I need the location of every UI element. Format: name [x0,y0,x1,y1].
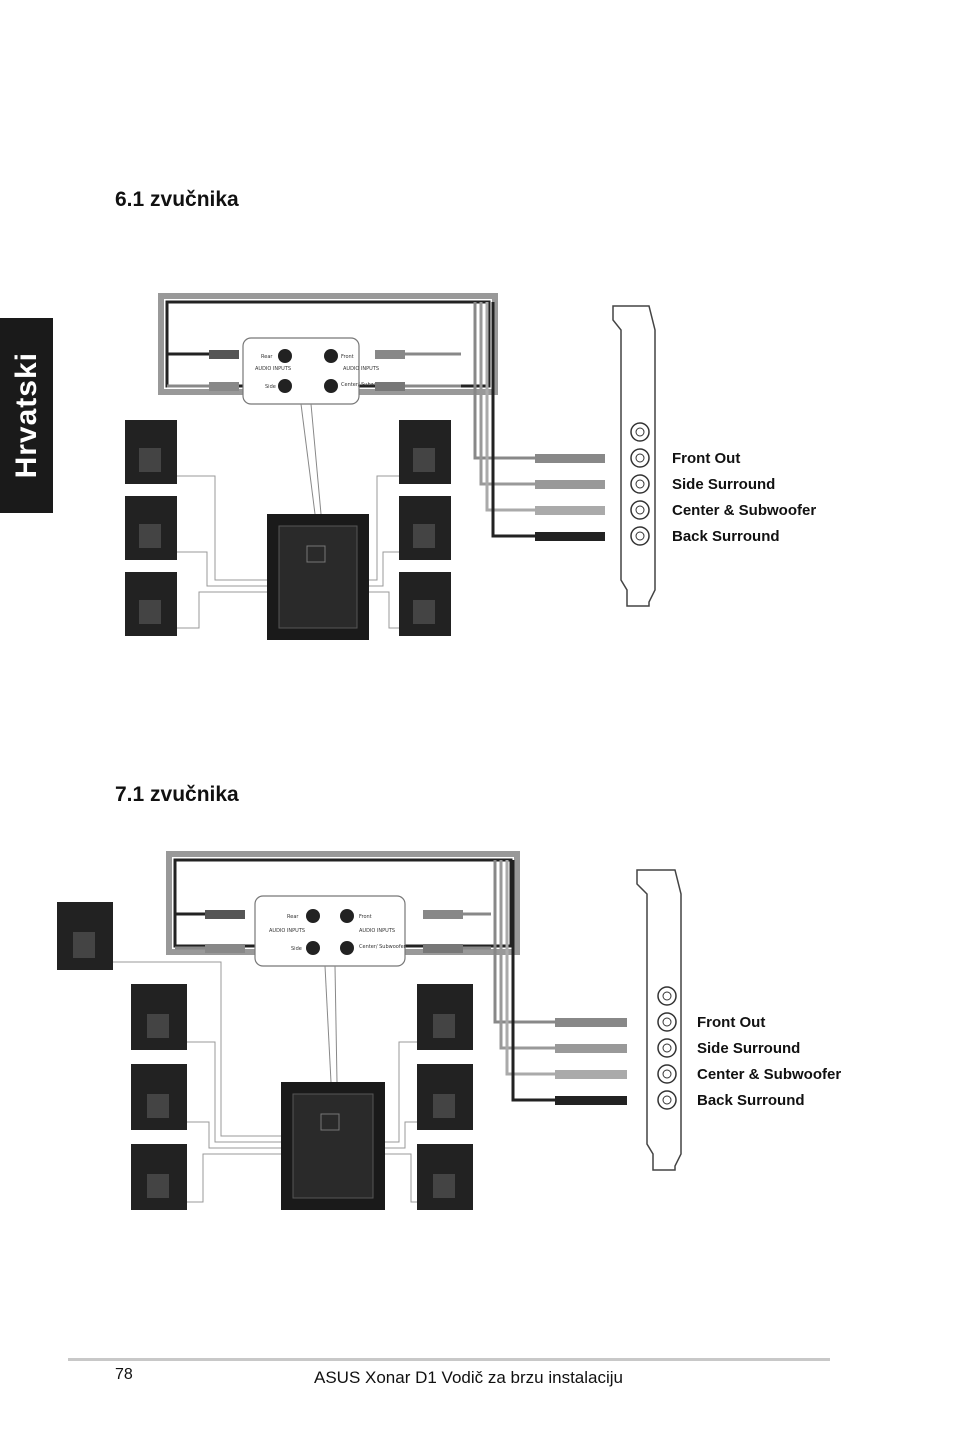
plug-front-out [555,1018,627,1027]
speaker-back-left [57,902,113,970]
amp-input-panel: Rear Side Front Center/ Subwoofer AUDIO … [254,895,407,967]
amp-label-audio-inputs-right: AUDIO INPUTS [343,366,379,372]
speaker-rear-right [417,1144,473,1210]
plug [423,944,463,953]
speaker-rear-left [131,1144,187,1210]
speaker-rear-right [399,572,451,636]
card-plugs [555,1018,627,1105]
plug [375,350,405,359]
plug [205,944,245,953]
language-tab: Hrvatski [0,318,53,513]
plug-back-surround [555,1096,627,1105]
amp-label-front: Front [359,914,372,920]
plug-side-surround [535,480,605,489]
amp-label-audio-inputs-left: AUDIO INPUTS [255,366,291,372]
side-jack [278,379,292,393]
sound-card-bracket [612,305,656,607]
subwoofer [267,514,369,640]
speaker-side-left [131,1064,187,1130]
plug-front-out [535,454,605,463]
diagram-7-1-speakers: Rear Side Front Center/ Subwoofer AUDIO … [57,851,682,1210]
side-jack [306,941,320,955]
plug [209,350,239,359]
subwoofer [281,1082,385,1210]
speaker-front-left [131,984,187,1050]
amp-plugs [167,350,461,391]
speaker-side-right [399,496,451,560]
front-jack [340,909,354,923]
speaker-front-right [399,420,451,484]
plug [375,382,405,391]
center-jack [324,379,338,393]
speaker-rear-left [125,572,177,636]
cable-bundle [493,860,555,1102]
amp-label-side: Side [265,384,276,390]
rear-jack [278,349,292,363]
plug-back-surround [535,532,605,541]
section-title-6-1: 6.1 zvučnika [115,188,239,211]
card-label-back-surround: Back Surround [672,528,780,545]
front-jack [324,349,338,363]
plug [423,910,463,919]
amp-label-rear: Rear [261,354,273,360]
footer-title: ASUS Xonar D1 Vodič za brzu instalaciju [314,1368,623,1387]
diagram-6-1-speakers: Rear Side Front Center/ Subwoofer AUDIO … [125,293,656,640]
card-plugs [535,454,605,541]
card-label-center-subwoofer: Center & Subwoofer [697,1066,842,1083]
speaker-side-left [125,496,177,560]
language-tab-label: Hrvatski [9,352,43,479]
sound-card-bracket [636,869,682,1171]
card-label-front-out: Front Out [697,1014,766,1031]
plug-center-subwoofer [555,1070,627,1079]
speaker-side-right [417,1064,473,1130]
amp-label-center: Center/ Subwoofer [359,944,407,950]
center-jack [340,941,354,955]
rear-jack [306,909,320,923]
section-title-7-1: 7.1 zvučnika [115,783,239,806]
card-label-front-out: Front Out [672,450,741,467]
footer-divider [68,1358,830,1361]
plug-center-subwoofer [535,506,605,515]
plug-side-surround [555,1044,627,1053]
amp-label-audio-inputs-left: AUDIO INPUTS [269,928,305,934]
amp-input-panel: Rear Side Front Center/ Subwoofer AUDIO … [242,337,389,405]
amp-label-center: Center/ Subwoofer [341,382,389,388]
card-label-back-surround: Back Surround [697,1092,805,1109]
card-label-center-subwoofer: Center & Subwoofer [672,502,817,519]
card-label-side-surround: Side Surround [672,476,776,493]
card-label-side-surround: Side Surround [697,1040,801,1057]
plug [209,382,239,391]
page-number: 78 [115,1366,133,1383]
amp-label-audio-inputs-right: AUDIO INPUTS [359,928,395,934]
amp-label-rear: Rear [287,914,299,920]
speaker-front-right [417,984,473,1050]
speaker-front-left [125,420,177,484]
cable-bundle [473,302,535,538]
amp-plugs [175,910,491,953]
amp-label-front: Front [341,354,354,360]
plug [205,910,245,919]
amp-label-side: Side [291,946,302,952]
